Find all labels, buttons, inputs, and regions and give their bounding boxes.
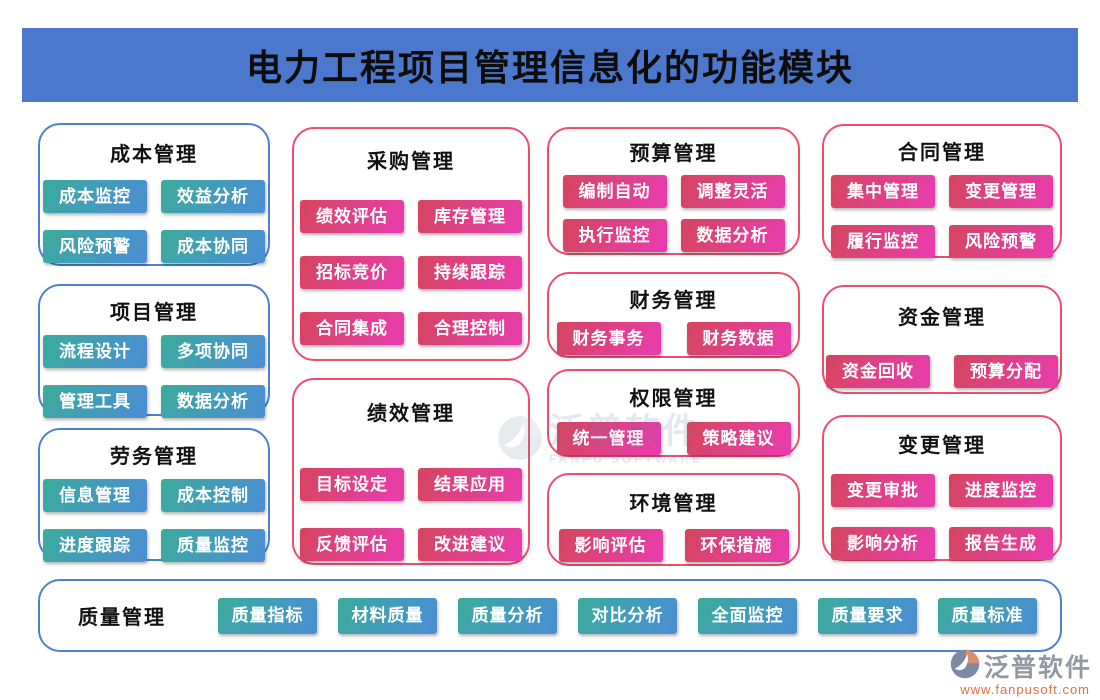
flexible-adjustment-button[interactable]: 调整灵活 (680, 175, 785, 208)
card-title: 资金管理 (898, 307, 986, 329)
card-title: 绩效管理 (367, 403, 455, 425)
performance-management-card: 绩效管理 目标设定 结果应用 反馈评估 改进建议 (292, 378, 530, 565)
button-group: 影响评估 环保措施 (549, 529, 798, 562)
contract-management-card: 合同管理 集中管理 变更管理 履行监控 风险预警 (822, 124, 1062, 258)
cost-monitoring-button[interactable]: 成本监控 (43, 180, 147, 213)
change-approval-button[interactable]: 变更审批 (831, 474, 935, 507)
financial-affairs-button[interactable]: 财务事务 (556, 322, 661, 355)
continuous-tracking-button[interactable]: 持续跟踪 (418, 256, 522, 289)
brand-name: 泛普软件 (983, 654, 1092, 682)
brand-url: www.fanpusoft.com (960, 682, 1090, 697)
button-group: 资金回收 预算分配 (824, 355, 1060, 388)
quality-indicators-button[interactable]: 质量指标 (218, 597, 317, 634)
funds-management-card: 资金管理 资金回收 预算分配 (822, 285, 1062, 394)
quality-analysis-button[interactable]: 质量分析 (458, 597, 557, 634)
feedback-evaluation-button[interactable]: 反馈评估 (300, 528, 404, 561)
fulfillment-monitoring-button[interactable]: 履行监控 (831, 225, 935, 258)
risk-warning-button[interactable]: 风险预警 (43, 230, 147, 263)
card-title: 成本管理 (110, 144, 198, 166)
impact-analysis-button[interactable]: 影响分析 (831, 527, 935, 560)
report-generation-button[interactable]: 报告生成 (949, 527, 1053, 560)
labor-management-card: 劳务管理 信息管理 成本控制 进度跟踪 质量监控 (38, 428, 270, 562)
project-management-card: 项目管理 流程设计 多项协同 管理工具 数据分析 (38, 284, 270, 418)
bidding-button[interactable]: 招标竞价 (300, 256, 404, 289)
procurement-management-card: 采购管理 绩效评估 库存管理 招标竞价 持续跟踪 合同集成 合理控制 (292, 127, 530, 361)
data-analysis-button[interactable]: 数据分析 (680, 219, 785, 252)
card-title: 合同管理 (898, 142, 986, 164)
page-title: 电力工程项目管理信息化的功能模块 (245, 47, 854, 88)
environmental-measures-button[interactable]: 环保措施 (684, 529, 789, 562)
improvement-suggestion-button[interactable]: 改进建议 (418, 528, 522, 561)
card-title: 质量管理 (78, 607, 166, 629)
button-group: 编制自动 调整灵活 执行监控 数据分析 (549, 175, 798, 252)
cost-management-card: 成本管理 成本监控 效益分析 风险预警 成本协同 (38, 123, 270, 266)
button-group: 变更审批 进度监控 影响分析 报告生成 (824, 474, 1060, 560)
result-application-button[interactable]: 结果应用 (418, 468, 522, 501)
button-group: 财务事务 财务数据 (549, 322, 798, 355)
comparison-analysis-button[interactable]: 对比分析 (578, 597, 677, 634)
inventory-management-button[interactable]: 库存管理 (418, 200, 522, 233)
change-management-button[interactable]: 变更管理 (949, 175, 1053, 208)
management-tools-button[interactable]: 管理工具 (43, 385, 147, 418)
finance-management-card: 财务管理 财务事务 财务数据 (547, 272, 800, 358)
fund-recovery-button[interactable]: 资金回收 (826, 355, 930, 388)
unified-management-button[interactable]: 统一管理 (556, 422, 661, 455)
information-management-button[interactable]: 信息管理 (43, 479, 147, 512)
impact-assessment-button[interactable]: 影响评估 (558, 529, 663, 562)
multi-collaboration-button[interactable]: 多项协同 (161, 335, 265, 368)
button-group: 集中管理 变更管理 履行监控 风险预警 (824, 175, 1060, 258)
comprehensive-monitoring-button[interactable]: 全面监控 (698, 597, 797, 634)
quality-requirements-button[interactable]: 质量要求 (818, 597, 917, 634)
card-title: 权限管理 (629, 388, 718, 410)
contract-integration-button[interactable]: 合同集成 (300, 312, 404, 345)
progress-tracking-button[interactable]: 进度跟踪 (43, 529, 147, 562)
card-title: 财务管理 (629, 290, 718, 312)
fanpu-footer-brand: 泛普软件 www.fanpusoft.com (950, 648, 1092, 697)
fanpu-logo-icon (950, 649, 980, 684)
financial-data-button[interactable]: 财务数据 (686, 322, 791, 355)
process-design-button[interactable]: 流程设计 (43, 335, 147, 368)
cost-control-button[interactable]: 成本控制 (161, 479, 265, 512)
quality-monitoring-button[interactable]: 质量监控 (161, 529, 265, 562)
change-management-card: 变更管理 变更审批 进度监控 影响分析 报告生成 (822, 415, 1062, 561)
benefit-analysis-button[interactable]: 效益分析 (161, 180, 265, 213)
data-analysis-button[interactable]: 数据分析 (161, 385, 265, 418)
card-title: 变更管理 (898, 435, 986, 457)
centralized-management-button[interactable]: 集中管理 (831, 175, 935, 208)
auto-compilation-button[interactable]: 编制自动 (562, 175, 667, 208)
performance-evaluation-button[interactable]: 绩效评估 (300, 200, 404, 233)
cost-collaboration-button[interactable]: 成本协同 (161, 230, 265, 263)
button-group: 绩效评估 库存管理 招标竞价 持续跟踪 合同集成 合理控制 (294, 200, 528, 345)
button-group: 信息管理 成本控制 进度跟踪 质量监控 (40, 479, 268, 562)
button-group: 成本监控 效益分析 风险预警 成本协同 (40, 180, 268, 263)
button-group: 流程设计 多项协同 管理工具 数据分析 (40, 335, 268, 418)
card-title: 环境管理 (629, 493, 718, 515)
budget-allocation-button[interactable]: 预算分配 (954, 355, 1058, 388)
environment-management-card: 环境管理 影响评估 环保措施 (547, 473, 800, 566)
button-group: 统一管理 策略建议 (549, 422, 798, 455)
budget-management-card: 预算管理 编制自动 调整灵活 执行监控 数据分析 (547, 127, 800, 255)
execution-monitoring-button[interactable]: 执行监控 (562, 219, 667, 252)
card-title: 预算管理 (629, 143, 718, 165)
quality-management-card: 质量管理 质量指标 材料质量 质量分析 对比分析 全面监控 质量要求 质量标准 (38, 579, 1062, 652)
material-quality-button[interactable]: 材料质量 (338, 597, 437, 634)
progress-monitoring-button[interactable]: 进度监控 (949, 474, 1053, 507)
reasonable-control-button[interactable]: 合理控制 (418, 312, 522, 345)
permission-management-card: 权限管理 统一管理 策略建议 (547, 369, 800, 457)
goal-setting-button[interactable]: 目标设定 (300, 468, 404, 501)
policy-suggestion-button[interactable]: 策略建议 (686, 422, 791, 455)
card-title: 采购管理 (367, 151, 455, 173)
button-group: 质量指标 材料质量 质量分析 对比分析 全面监控 质量要求 质量标准 (218, 597, 1037, 634)
card-title: 劳务管理 (110, 446, 198, 468)
quality-standards-button[interactable]: 质量标准 (938, 597, 1037, 634)
risk-warning-button[interactable]: 风险预警 (949, 225, 1053, 258)
title-banner: 电力工程项目管理信息化的功能模块 (22, 28, 1078, 102)
card-title: 项目管理 (110, 302, 198, 324)
button-group: 目标设定 结果应用 反馈评估 改进建议 (294, 468, 528, 561)
